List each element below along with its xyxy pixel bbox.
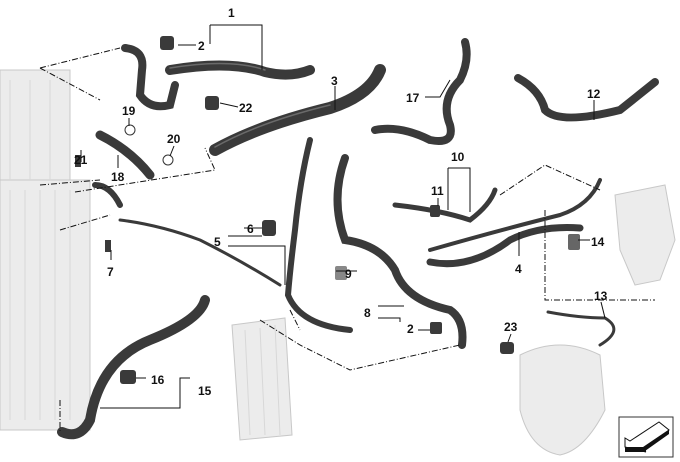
callout-1: 1 (228, 6, 235, 20)
callout-10: 10 (451, 150, 465, 164)
callout-14: 14 (591, 235, 605, 249)
callout-6: 6 (247, 222, 254, 236)
callout-21: 21 (74, 153, 88, 167)
callout-18: 18 (111, 170, 125, 184)
small-parts (75, 36, 580, 384)
callout-7: 7 (107, 265, 114, 279)
callout-13: 13 (594, 289, 608, 303)
radiator-auxiliary (231, 317, 293, 441)
callout-3: 3 (331, 74, 338, 88)
orientation-arrow-icon (618, 416, 674, 458)
callout-9: 9 (345, 267, 352, 281)
callout-19: 19 (122, 104, 136, 118)
expansion-tank-bottom (519, 344, 606, 456)
callout-2: 2 (407, 322, 414, 336)
callout-12: 12 (587, 87, 601, 101)
callout-11: 11 (431, 184, 444, 198)
connection-lines (39, 47, 655, 432)
leader-lines (80, 24, 606, 409)
callouts: 1 2 2 3 4 5 6 7 8 9 10 11 12 13 14 15 16… (74, 6, 608, 398)
callout-23: 23 (504, 320, 518, 334)
callout-8: 8 (364, 306, 371, 320)
hoses (57, 38, 659, 440)
radiator-main (0, 69, 91, 431)
expansion-tank-right (614, 184, 676, 286)
callout-5: 5 (214, 235, 221, 249)
callout-17: 17 (406, 91, 420, 105)
callout-20: 20 (167, 132, 181, 146)
callout-2: 2 (198, 39, 205, 53)
callout-4: 4 (515, 262, 522, 276)
callout-15: 15 (198, 384, 212, 398)
callout-22: 22 (239, 101, 253, 115)
callout-16: 16 (151, 373, 165, 387)
